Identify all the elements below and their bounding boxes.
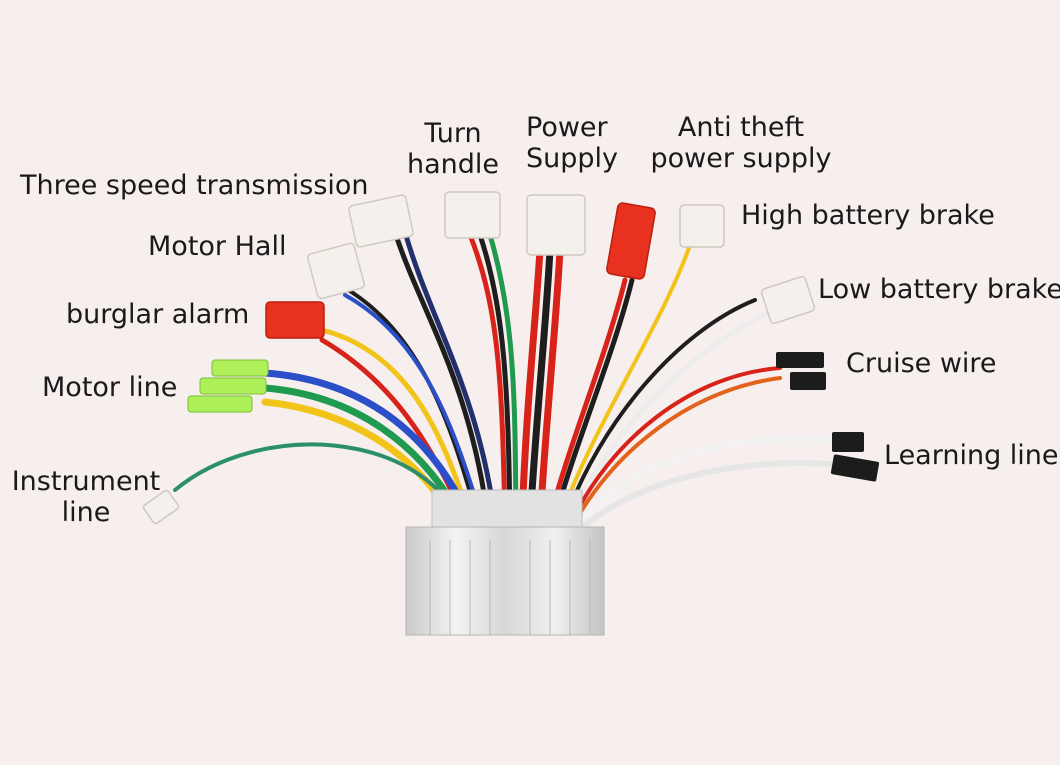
label-three-speed: Three speed transmission <box>20 170 369 201</box>
label-power-supply: Power Supply <box>526 112 618 174</box>
connector-cruise-2 <box>790 372 826 390</box>
connector-motor-3 <box>187 395 253 413</box>
connector-motor-hall <box>307 242 365 300</box>
wire-cruise-orange <box>571 376 782 527</box>
connector-motor-2 <box>199 377 267 395</box>
connector-power <box>526 194 586 256</box>
label-burglar-alarm-text: burglar alarm <box>66 299 250 330</box>
wire-three-speed-navy <box>402 229 498 523</box>
wire-bundle <box>173 229 843 531</box>
label-motor-hall-text: Motor Hall <box>148 231 287 262</box>
wire-turn-handle-red <box>467 232 508 523</box>
label-motor-hall: Motor Hall <box>148 231 286 262</box>
label-burglar-alarm: burglar alarm <box>66 299 249 330</box>
label-cruise: Cruise wire <box>846 348 997 379</box>
connector-cruise-1 <box>776 352 824 368</box>
label-low-brake-text: Low battery brake <box>818 274 1060 305</box>
label-high-brake-text: High battery brake <box>741 200 995 231</box>
wire-learning-white-2 <box>579 460 843 531</box>
label-learning: Learning line <box>884 440 1059 471</box>
wire-high-brake-yellow <box>556 243 692 527</box>
label-high-brake: High battery brake <box>741 200 995 231</box>
connector-learning-2 <box>830 454 880 482</box>
label-anti-theft-line2: power supply <box>650 143 832 174</box>
label-instrument-line1: Instrument <box>11 466 161 497</box>
wire-cruise-red <box>568 366 782 527</box>
wire-motor-yellow <box>261 398 459 526</box>
wire-power-red-1 <box>518 246 544 529</box>
connector-instrument <box>142 489 180 525</box>
wire-motor-blue <box>261 369 474 524</box>
controller-body <box>405 489 605 636</box>
wire-motor-hall-blue <box>343 293 484 522</box>
label-turn-handle: Turn handle <box>405 118 501 180</box>
label-learning-text: Learning line <box>884 440 1059 471</box>
wire-turn-handle-green <box>487 232 519 523</box>
label-instrument-line2: line <box>61 497 111 528</box>
label-low-brake: Low battery brake <box>818 274 1060 305</box>
label-anti-theft-line1: Anti theft <box>677 112 805 143</box>
connectors <box>142 191 880 525</box>
connector-turn-handle <box>444 191 501 239</box>
label-anti-theft: Anti theft power supply <box>650 112 832 174</box>
label-cruise-text: Cruise wire <box>846 348 997 379</box>
wire-power-black <box>526 246 554 529</box>
connector-learning-1 <box>832 432 864 452</box>
label-turn-handle-line2: handle <box>406 149 500 180</box>
wire-burglar-yellow <box>319 327 473 523</box>
connector-anti-theft <box>606 202 656 280</box>
label-turn-handle-line1: Turn <box>424 118 482 149</box>
label-three-speed-text: Three speed transmission <box>20 170 369 201</box>
wire-low-brake-black <box>561 298 757 527</box>
connector-motor-1 <box>211 359 269 377</box>
label-power-supply-line2: Supply <box>526 143 619 174</box>
wire-three-speed-black <box>392 229 491 523</box>
connector-burglar-alarm <box>265 301 325 339</box>
connector-three-speed <box>348 194 414 248</box>
wire-turn-handle-black <box>477 232 513 523</box>
wire-low-brake-white <box>564 309 773 528</box>
label-power-supply-line1: Power <box>526 112 608 143</box>
label-motor-line: Motor line <box>42 372 177 403</box>
connector-low-brake <box>760 276 816 324</box>
wire-learning-white-1 <box>575 435 838 528</box>
label-instrument: Instrument line <box>10 466 162 528</box>
wire-power-red-2 <box>536 246 564 529</box>
label-motor-line-text: Motor line <box>42 372 178 403</box>
connector-high-brake <box>679 204 725 248</box>
